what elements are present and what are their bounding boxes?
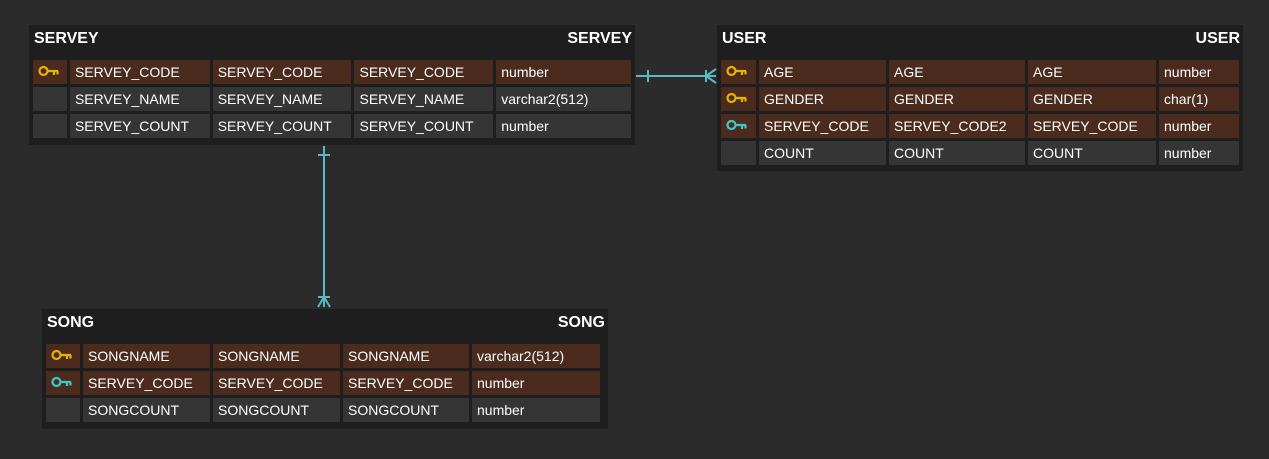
key-cell	[721, 141, 756, 165]
attribute-row[interactable]: SERVEY_CODE SERVEY_CODE2 SERVEY_CODE num…	[721, 114, 1239, 141]
entity-name: USER	[722, 30, 767, 47]
column-name: SERVEY_CODE	[354, 60, 494, 84]
primary-key-icon	[726, 65, 747, 77]
column-name: COUNT	[1028, 141, 1156, 165]
data-type: number	[1159, 60, 1239, 84]
logical-name: SERVEY_COUNT	[69, 114, 210, 138]
physical-name: SERVEY_COUNT	[212, 114, 352, 138]
data-type: number	[496, 60, 632, 84]
foreign-key-icon	[51, 376, 72, 388]
primary-key-icon	[38, 65, 59, 77]
physical-name: SERVEY_CODE	[212, 60, 352, 84]
column-name: SONGCOUNT	[343, 398, 469, 422]
attribute-row[interactable]: SERVEY_NAME SERVEY_NAME SERVEY_NAME varc…	[33, 87, 632, 114]
column-name: SONGNAME	[343, 344, 469, 368]
data-type: number	[472, 398, 600, 422]
key-cell	[721, 114, 756, 138]
data-type: varchar2(512)	[496, 87, 632, 111]
column-name: GENDER	[1028, 87, 1156, 111]
primary-key-icon	[726, 92, 747, 104]
primary-key-icon	[51, 349, 72, 361]
data-type: char(1)	[1159, 87, 1239, 111]
logical-name: COUNT	[759, 141, 886, 165]
entity-header: USER USER	[717, 25, 1243, 53]
relation-servey-song[interactable]	[317, 146, 331, 308]
key-cell	[46, 398, 80, 422]
entity-name: SONG	[47, 314, 95, 331]
entity-servey[interactable]: SERVEY SERVEY SERVEY_CODE SERVEY_CODE SE…	[29, 25, 635, 145]
entity-physical-name: USER	[1195, 30, 1240, 47]
logical-name: GENDER	[759, 87, 886, 111]
physical-name: SERVEY_CODE	[213, 371, 340, 395]
key-cell	[721, 60, 756, 84]
key-cell	[46, 344, 80, 368]
attribute-row[interactable]: COUNT COUNT COUNT number	[721, 141, 1239, 168]
attribute-row[interactable]: SERVEY_CODE SERVEY_CODE SERVEY_CODE numb…	[33, 60, 632, 87]
physical-name: SONGNAME	[213, 344, 340, 368]
relation-servey-user[interactable]	[636, 68, 717, 84]
attribute-row[interactable]: SERVEY_CODE SERVEY_CODE SERVEY_CODE numb…	[46, 371, 604, 398]
logical-name: SERVEY_CODE	[759, 114, 886, 138]
data-type: number	[1159, 114, 1239, 138]
physical-name: GENDER	[889, 87, 1025, 111]
attribute-list: AGE AGE AGE number GENDER GENDER GENDER …	[721, 60, 1239, 168]
logical-name: SERVEY_CODE	[69, 60, 210, 84]
data-type: number	[496, 114, 632, 138]
attribute-list: SERVEY_CODE SERVEY_CODE SERVEY_CODE numb…	[33, 60, 632, 141]
logical-name: AGE	[759, 60, 886, 84]
entity-name: SERVEY	[34, 30, 99, 47]
attribute-row[interactable]: AGE AGE AGE number	[721, 60, 1239, 87]
entity-physical-name: SERVEY	[567, 30, 632, 47]
entity-song[interactable]: SONG SONG SONGNAME SONGNAME SONGNAME var…	[42, 309, 608, 429]
key-cell	[33, 60, 67, 84]
entity-header: SERVEY SERVEY	[29, 25, 635, 53]
column-name: SERVEY_COUNT	[354, 114, 494, 138]
column-name: SERVEY_CODE	[1028, 114, 1156, 138]
key-cell	[33, 87, 67, 111]
column-name: AGE	[1028, 60, 1156, 84]
attribute-row[interactable]: GENDER GENDER GENDER char(1)	[721, 87, 1239, 114]
logical-name: SONGCOUNT	[83, 398, 210, 422]
data-type: number	[472, 371, 600, 395]
attribute-list: SONGNAME SONGNAME SONGNAME varchar2(512)…	[46, 344, 604, 425]
entity-header: SONG SONG	[42, 309, 608, 337]
logical-name: SERVEY_NAME	[69, 87, 210, 111]
entity-physical-name: SONG	[557, 314, 605, 331]
key-cell	[721, 87, 756, 111]
foreign-key-icon	[726, 119, 747, 131]
data-type: varchar2(512)	[472, 344, 600, 368]
data-type: number	[1159, 141, 1239, 165]
attribute-row[interactable]: SONGCOUNT SONGCOUNT SONGCOUNT number	[46, 398, 604, 425]
entity-user[interactable]: USER USER AGE AGE AGE number GENDER GEND…	[717, 25, 1243, 171]
physical-name: COUNT	[889, 141, 1025, 165]
physical-name: SERVEY_CODE2	[889, 114, 1025, 138]
physical-name: SONGCOUNT	[213, 398, 340, 422]
physical-name: AGE	[889, 60, 1025, 84]
physical-name: SERVEY_NAME	[212, 87, 352, 111]
key-cell	[33, 114, 67, 138]
column-name: SERVEY_CODE	[343, 371, 469, 395]
attribute-row[interactable]: SERVEY_COUNT SERVEY_COUNT SERVEY_COUNT n…	[33, 114, 632, 141]
attribute-row[interactable]: SONGNAME SONGNAME SONGNAME varchar2(512)	[46, 344, 604, 371]
logical-name: SONGNAME	[83, 344, 210, 368]
column-name: SERVEY_NAME	[354, 87, 494, 111]
logical-name: SERVEY_CODE	[83, 371, 210, 395]
key-cell	[46, 371, 80, 395]
